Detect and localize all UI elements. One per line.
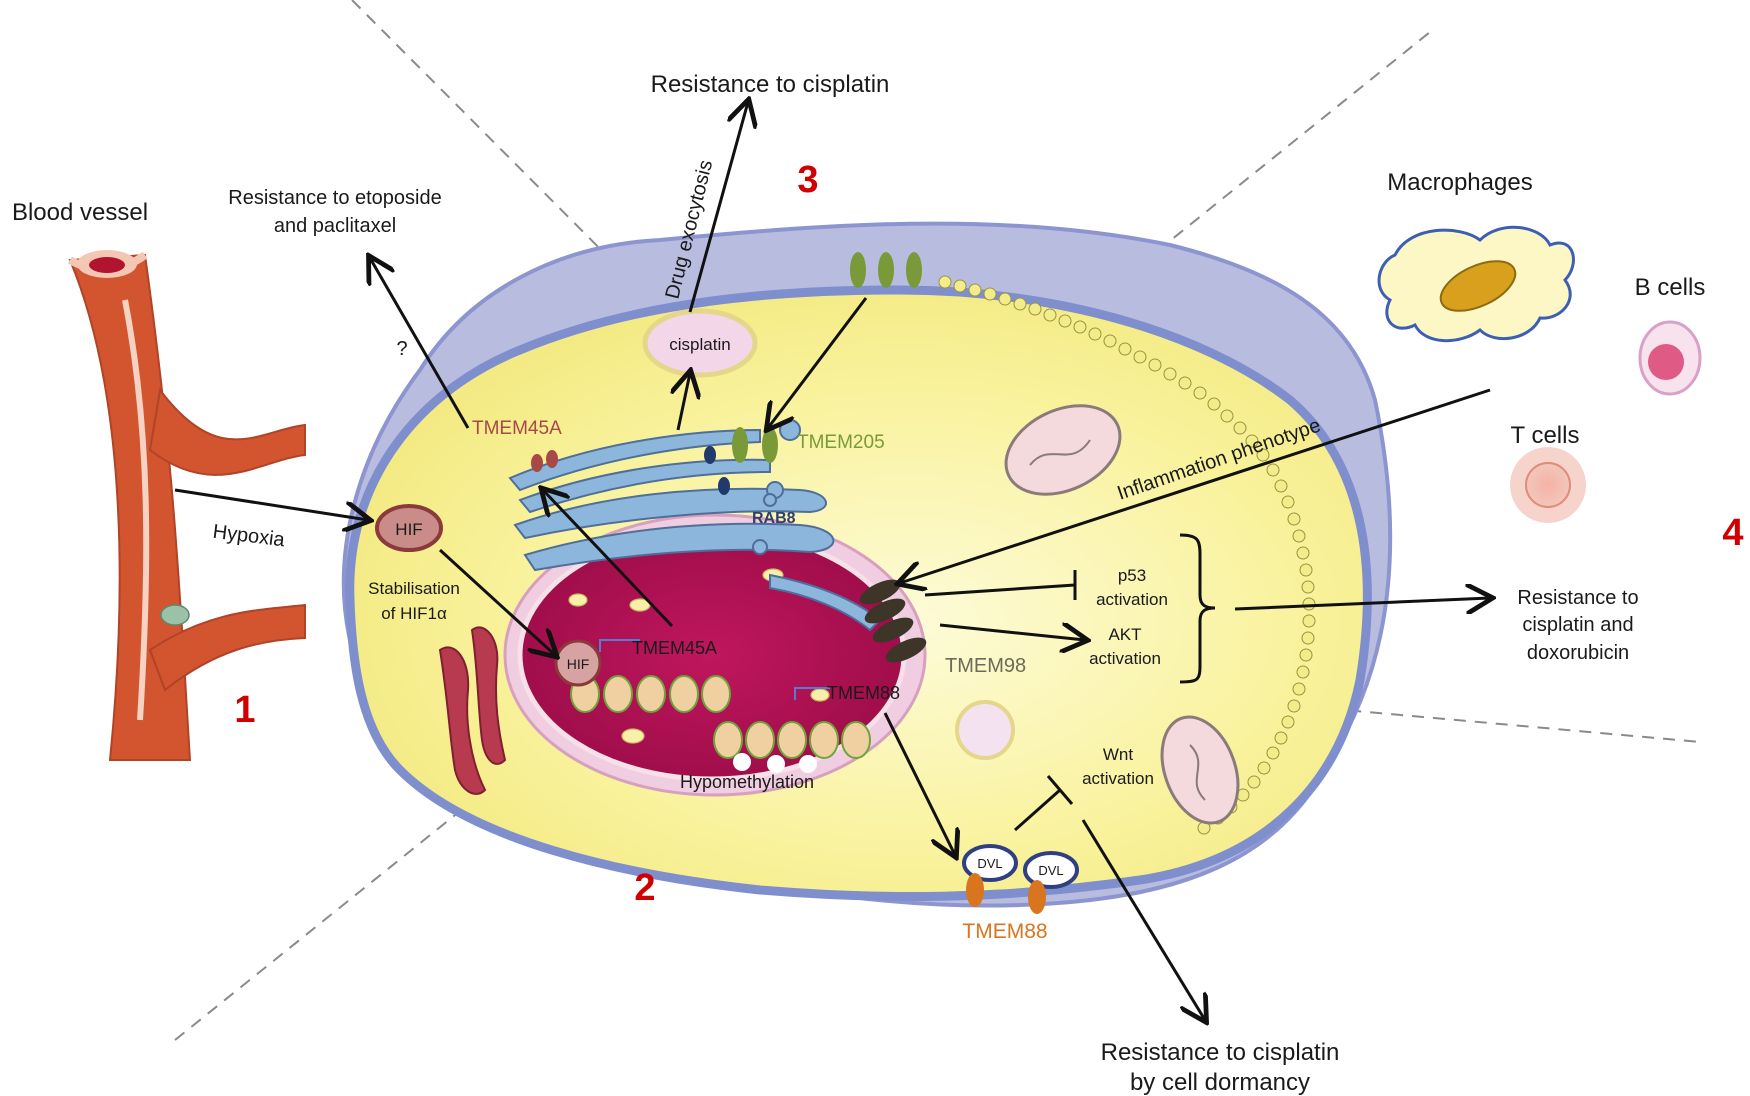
wnt-label-2: activation xyxy=(1082,769,1154,788)
arrow-tmem88-to-membrane xyxy=(883,712,955,855)
region-number-4: 4 xyxy=(1722,512,1743,554)
tmem45a-cytoplasm-label: TMEM45A xyxy=(472,418,562,439)
tmem45a-protein-icon xyxy=(531,450,558,472)
resistance-cis-dox-label-3: doxorubicin xyxy=(1527,642,1629,664)
promoter-arrow-2 xyxy=(794,687,830,700)
arrow-tmem45a-to-golgi xyxy=(543,490,674,628)
inhibit-p53 xyxy=(924,570,1077,600)
chromatin-row-2 xyxy=(713,721,871,759)
tmem88-nucleus-label: TMEM88 xyxy=(827,683,900,703)
chromatin-row-1 xyxy=(570,675,731,713)
region-number-1: 1 xyxy=(234,689,255,731)
golgi-icon xyxy=(508,419,882,632)
hif-nucleus-icon: HIF xyxy=(554,639,602,687)
hypoxia-label: Hypoxia xyxy=(212,521,287,552)
blood-vessel-icon xyxy=(67,250,306,761)
resistance-dormancy-label-1: Resistance to cisplatin xyxy=(1101,1039,1340,1066)
tmem45a-nucleus-label: TMEM45A xyxy=(632,638,717,658)
arrow-to-dormancy xyxy=(1081,819,1205,1020)
arrow-to-cis-dox xyxy=(1234,598,1490,609)
inhibit-wnt xyxy=(1014,775,1074,832)
region-number-2: 2 xyxy=(634,867,655,909)
p53-label-1: p53 xyxy=(1118,566,1146,585)
resistance-dormancy-label-2: by cell dormancy xyxy=(1130,1069,1310,1096)
rab8-label: RAB8 xyxy=(752,510,796,527)
macrophages-label: Macrophages xyxy=(1387,169,1532,196)
arrow-golgi-to-cisplatin xyxy=(678,373,690,431)
resistance-cis-dox-label-1: Resistance to xyxy=(1517,587,1638,609)
tmem205-label: TMEM205 xyxy=(797,432,885,453)
mitochondrion-icon-2 xyxy=(1160,715,1240,825)
resistance-etoposide-label-2: and paclitaxel xyxy=(274,215,396,237)
arrow-tmem205-to-golgi xyxy=(768,297,868,428)
akt-label-1: AKT xyxy=(1108,625,1141,644)
arrow-hypoxia xyxy=(174,488,368,520)
blood-vessel-label: Blood vessel xyxy=(12,199,148,226)
t-cells-label: T cells xyxy=(1511,422,1580,449)
dvl-label-1: DVL xyxy=(977,856,1002,871)
hif-cytoplasm-icon: HIF xyxy=(375,504,443,552)
hif-cytoplasm-label: HIF xyxy=(395,520,422,539)
tmem205-membrane-icon xyxy=(850,252,922,288)
dvl-receptor-icon: DVL DVL xyxy=(962,844,1079,914)
stabilisation-label-1: Stabilisation xyxy=(368,579,460,598)
tmem98-label: TMEM98 xyxy=(945,655,1026,677)
arrow-inflammation xyxy=(900,388,1491,583)
arrow-akt xyxy=(939,625,1085,640)
mitochondrion-icon xyxy=(1004,404,1122,496)
hif-nucleus-label: HIF xyxy=(567,656,590,672)
endoplasmic-reticulum-icon xyxy=(438,626,507,795)
tmem98-protein-icon xyxy=(859,579,927,663)
promoter-arrow-1 xyxy=(599,639,640,652)
cisplatin-label: cisplatin xyxy=(669,335,730,354)
question-mark: ? xyxy=(396,338,407,360)
p53-label-2: activation xyxy=(1096,590,1168,609)
macrophage-icon xyxy=(1377,225,1575,343)
cisplatin-vesicle-icon: cisplatin xyxy=(642,308,758,378)
dvl-label-2: DVL xyxy=(1038,863,1063,878)
t-cell-icon xyxy=(1510,447,1586,523)
hypomethylation-label: Hypomethylation xyxy=(680,772,814,792)
arrow-exocytosis xyxy=(688,102,748,313)
membrane-dots xyxy=(938,275,1316,835)
resistance-cisplatin-label: Resistance to cisplatin xyxy=(651,71,890,98)
tmem205-protein-icon xyxy=(732,427,778,463)
arrow-tmem45a-to-etoposide xyxy=(370,258,470,429)
b-cell-icon xyxy=(1638,320,1702,396)
resistance-cis-dox-label-2: cisplatin and xyxy=(1522,614,1633,636)
rab8-icon xyxy=(704,446,730,495)
methyl-groups xyxy=(733,753,817,773)
arrow-hif-to-nucleus xyxy=(438,548,555,655)
b-cells-label: B cells xyxy=(1635,274,1706,301)
bracket xyxy=(1179,533,1216,684)
region-number-3: 3 xyxy=(797,159,818,201)
tmem88-membrane-label: TMEM88 xyxy=(962,920,1047,943)
stabilisation-label-2: of HIF1α xyxy=(381,604,447,623)
akt-label-2: activation xyxy=(1089,649,1161,668)
resistance-etoposide-label-1: Resistance to etoposide xyxy=(228,187,441,209)
vesicle-icon xyxy=(955,700,1015,760)
arrows xyxy=(174,102,1491,1020)
wnt-label-1: Wnt xyxy=(1103,745,1134,764)
